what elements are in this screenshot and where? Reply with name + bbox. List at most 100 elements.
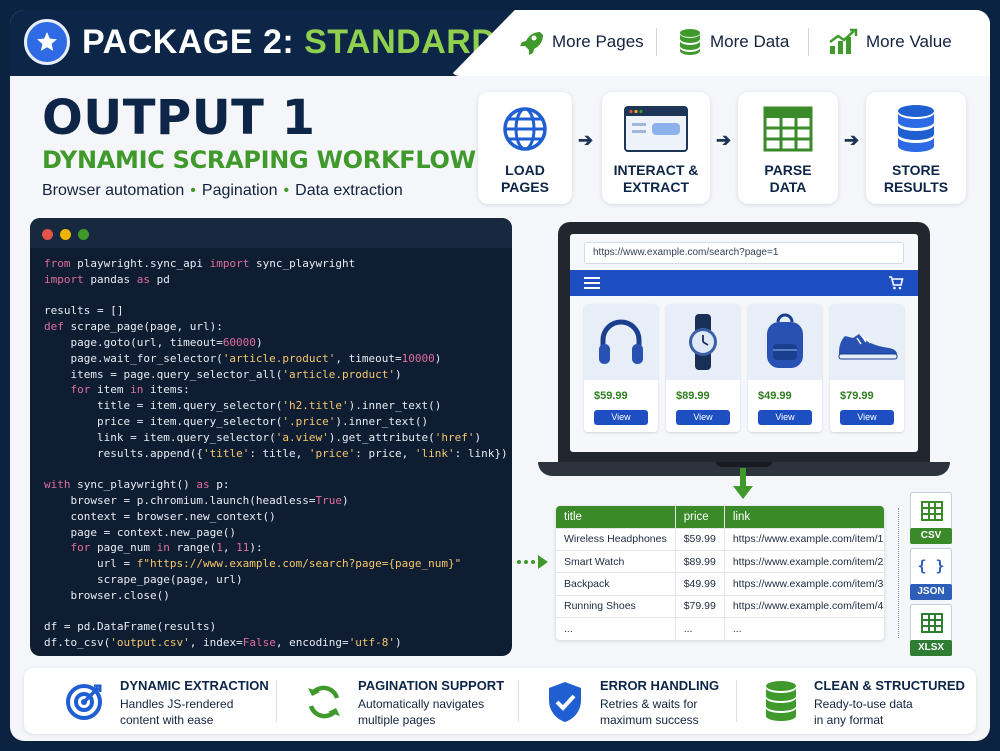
step-label: INTERACT & xyxy=(613,162,699,178)
file-format-label: XLSX xyxy=(910,640,952,656)
code-line: results = [] xyxy=(44,304,124,318)
sneaker-icon xyxy=(838,334,898,360)
watch-icon xyxy=(689,314,717,370)
feature-more-pages: More Pages xyxy=(516,28,644,56)
output-tags: Browser automation•Pagination•Data extra… xyxy=(42,182,403,199)
code-line xyxy=(44,461,508,477)
tag: Browser automation xyxy=(42,182,185,199)
table-cell: https://www.example.com/item/3 xyxy=(723,572,884,596)
table-cell: Backpack xyxy=(556,572,676,596)
shield-check-icon xyxy=(549,682,581,722)
package-title: PACKAGE 2: STANDARD xyxy=(82,23,497,61)
step-label: EXTRACT xyxy=(622,179,690,195)
product-price: $89.99 xyxy=(676,390,710,402)
code-line xyxy=(44,604,508,620)
globe-icon xyxy=(503,107,547,151)
xlsx-file-icon: XLSX xyxy=(910,604,952,656)
step-label: RESULTS xyxy=(883,179,949,195)
feature-error-handling: ERROR HANDLING Retries & waits for maxim… xyxy=(600,678,719,728)
code-line: browser.close() xyxy=(44,588,170,602)
editor-titlebar xyxy=(30,218,512,248)
table-cell: https://www.example.com/item/1 xyxy=(723,527,884,551)
database-icon xyxy=(898,105,934,152)
feature-desc: in any format xyxy=(814,713,884,727)
step-label: STORE xyxy=(892,162,940,178)
code-line: page.wait_for_selector('article.product'… xyxy=(44,351,442,365)
code-line: def scrape_page(page, url): xyxy=(44,320,223,334)
feature-more-value: More Value xyxy=(828,28,952,56)
feature-more-data: More Data xyxy=(678,28,789,56)
product-price: $49.99 xyxy=(758,390,792,402)
code-line: price = item.query_selector('.price').in… xyxy=(44,414,429,428)
dotted-arrow-icon xyxy=(517,555,548,569)
feature-label: More Pages xyxy=(552,32,644,51)
feature-title: CLEAN & STRUCTURED xyxy=(814,678,965,693)
code-line: with sync_playwright() as p: xyxy=(44,478,230,492)
spreadsheet-grid-icon xyxy=(763,106,813,152)
laptop-notch xyxy=(716,462,772,467)
close-dot-icon xyxy=(42,229,53,240)
browser-screen: https://www.example.com/search?page=1 $5… xyxy=(570,234,918,452)
product-card: $79.99 View xyxy=(830,304,904,432)
table-row: ......... xyxy=(556,617,884,640)
feature-strip: DYNAMIC EXTRACTION Handles JS-rendered c… xyxy=(24,668,976,734)
laptop: https://www.example.com/search?page=1 $5… xyxy=(558,222,930,462)
view-button[interactable]: View xyxy=(594,410,648,425)
menu-icon[interactable] xyxy=(584,277,600,289)
step-label: LOAD xyxy=(505,162,545,178)
header-bar: PACKAGE 2: STANDARD xyxy=(10,10,530,76)
target-icon xyxy=(66,684,102,720)
code-line: page.goto(url, timeout=60000) xyxy=(44,335,263,349)
feature-pagination-support: PAGINATION SUPPORT Automatically navigat… xyxy=(358,678,504,728)
table-cell: Running Shoes xyxy=(556,594,676,618)
divider xyxy=(736,680,737,722)
feature-desc: content with ease xyxy=(120,713,214,727)
feature-title: DYNAMIC EXTRACTION xyxy=(120,678,269,693)
feature-desc: Ready-to-use data xyxy=(814,697,913,711)
view-button[interactable]: View xyxy=(758,410,812,425)
column-header: price xyxy=(674,506,725,528)
code-line: browser = p.chromium.launch(headless=Tru… xyxy=(44,493,349,507)
table-cell: $89.99 xyxy=(674,549,725,573)
workflow-step-interact: INTERACT &EXTRACT xyxy=(602,92,710,204)
feature-title: ERROR HANDLING xyxy=(600,678,720,693)
feature-clean-structured: CLEAN & STRUCTURED Ready-to-use data in … xyxy=(814,678,965,728)
headphones-icon xyxy=(599,319,643,364)
feature-desc: Retries & waits for xyxy=(600,697,698,711)
file-format-label: CSV xyxy=(910,528,952,544)
feature-desc: maximum success xyxy=(600,713,699,727)
code-line: df = pd.DataFrame(results) xyxy=(44,620,217,634)
infographic: PACKAGE 2: STANDARD More Pages More Data… xyxy=(10,10,990,741)
divider xyxy=(276,680,277,722)
growth-chart-icon xyxy=(829,28,858,54)
code-editor: from playwright.sync_api import sync_pla… xyxy=(30,218,512,656)
minimize-dot-icon xyxy=(60,229,71,240)
code-line: page = context.new_page() xyxy=(44,525,237,539)
url-bar[interactable]: https://www.example.com/search?page=1 xyxy=(584,242,904,264)
code-line: link = item.query_selector('a.view').get… xyxy=(44,430,482,444)
feature-desc: Automatically navigates xyxy=(358,697,485,711)
view-button[interactable]: View xyxy=(840,410,894,425)
site-navbar xyxy=(570,270,918,296)
results-table: title price link Wireless Headphones$59.… xyxy=(556,506,884,640)
feature-label: More Data xyxy=(710,32,790,51)
arrow-right-icon: ➔ xyxy=(844,130,860,150)
table-cell: ... xyxy=(674,617,725,640)
divider xyxy=(518,680,519,722)
code-line: context = browser.new_context() xyxy=(44,509,276,523)
csv-file-icon: CSV xyxy=(910,492,952,544)
feature-title: PAGINATION SUPPORT xyxy=(358,678,505,693)
code-line: url = f"https://www.example.com/search?p… xyxy=(44,557,462,571)
backpack-icon xyxy=(767,313,803,368)
product-card: $49.99 View xyxy=(748,304,822,432)
code-line: scrape_page(page, url) xyxy=(44,572,243,586)
view-button[interactable]: View xyxy=(676,410,730,425)
cart-icon[interactable] xyxy=(888,275,904,291)
file-format-label: JSON xyxy=(910,584,952,600)
product-card: $59.99 View xyxy=(584,304,658,432)
